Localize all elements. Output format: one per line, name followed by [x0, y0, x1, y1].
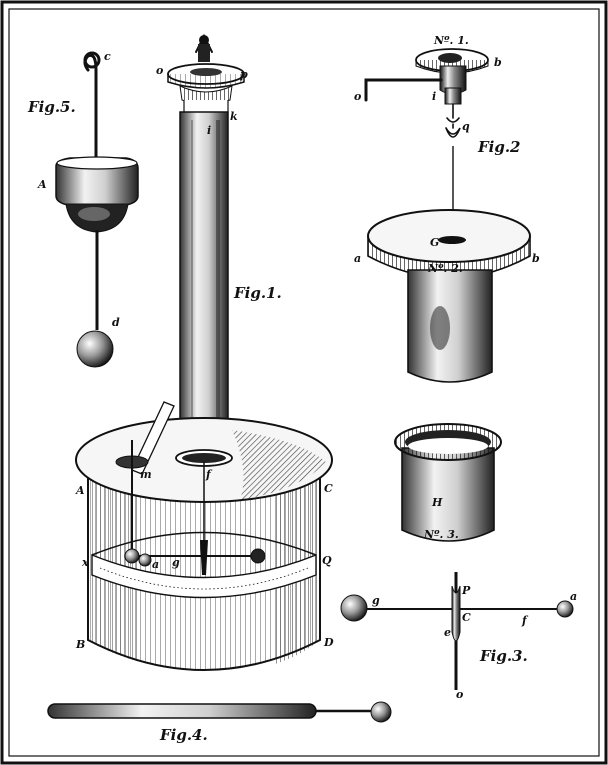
- label-fig5-c: c: [104, 50, 111, 63]
- fig1-torsion-balance: [75, 33, 333, 671]
- label-fig1-m: m: [140, 468, 152, 481]
- inner-border: [8, 8, 600, 757]
- label-fig1-g: g: [172, 556, 180, 569]
- label-fig1-p: p: [240, 68, 248, 81]
- label-fig1-A: A: [75, 484, 85, 497]
- label-fig1-C: C: [324, 482, 333, 495]
- label-cup-no3: Nº. 3.: [423, 528, 459, 541]
- label-fig2-o: o: [354, 90, 361, 103]
- fig3-label: Fig.3.: [479, 647, 528, 665]
- label-fig1-D: D: [323, 636, 334, 649]
- label-fig3-a: a: [570, 590, 577, 603]
- label-fig2-a: a: [354, 252, 361, 265]
- label-fig2-b2: b: [532, 252, 540, 265]
- label-fig1-x: x: [81, 556, 89, 569]
- fig2-label: Fig.2: [477, 138, 521, 156]
- fig2-micrometer: [364, 48, 531, 383]
- label-fig2-q: q: [462, 120, 470, 133]
- label-fig2-b1: b: [494, 56, 502, 69]
- label-fig1-a: a: [152, 558, 159, 571]
- label-fig1-B: B: [75, 638, 85, 651]
- label-cup-H: H: [431, 496, 443, 509]
- label-fig2-G: G: [430, 236, 439, 249]
- figure-labels: Fig.1. Fig.2 Fig.3. Fig.4. Fig.5.: [27, 98, 528, 744]
- label-fig1-Q: Q: [322, 554, 332, 567]
- label-fig3-f: f: [521, 614, 529, 627]
- label-fig1-k: k: [230, 110, 238, 123]
- fig4-label: Fig.4.: [159, 726, 208, 744]
- label-fig1-f: f: [205, 468, 213, 481]
- label-fig3-o: o: [456, 688, 463, 701]
- fig5-label: Fig.5.: [27, 98, 76, 116]
- label-fig3-C: C: [462, 611, 471, 624]
- fig3-needle: [340, 572, 574, 690]
- label-fig5-A: A: [37, 178, 47, 191]
- label-fig3-g: g: [372, 594, 380, 607]
- label-fig2-i: i: [432, 90, 436, 103]
- label-fig5-d: d: [112, 316, 120, 329]
- cup-h: [394, 423, 502, 542]
- fig1-label: Fig.1.: [233, 284, 282, 302]
- label-fig2-no1: Nº. 1.: [433, 34, 469, 47]
- letter-labels: c A d o p k i f A C m x Q B D a g Nº. 1.…: [37, 34, 577, 701]
- label-fig3-e: e: [444, 626, 451, 639]
- label-fig1-i: i: [207, 124, 211, 137]
- fig4-insulated-rod: [47, 701, 392, 723]
- label-fig2-no2: Nº. 2.: [427, 262, 463, 275]
- label-fig1-o: o: [156, 64, 163, 77]
- fig5-suspension: [55, 51, 139, 368]
- label-fig3-P: P: [461, 584, 471, 597]
